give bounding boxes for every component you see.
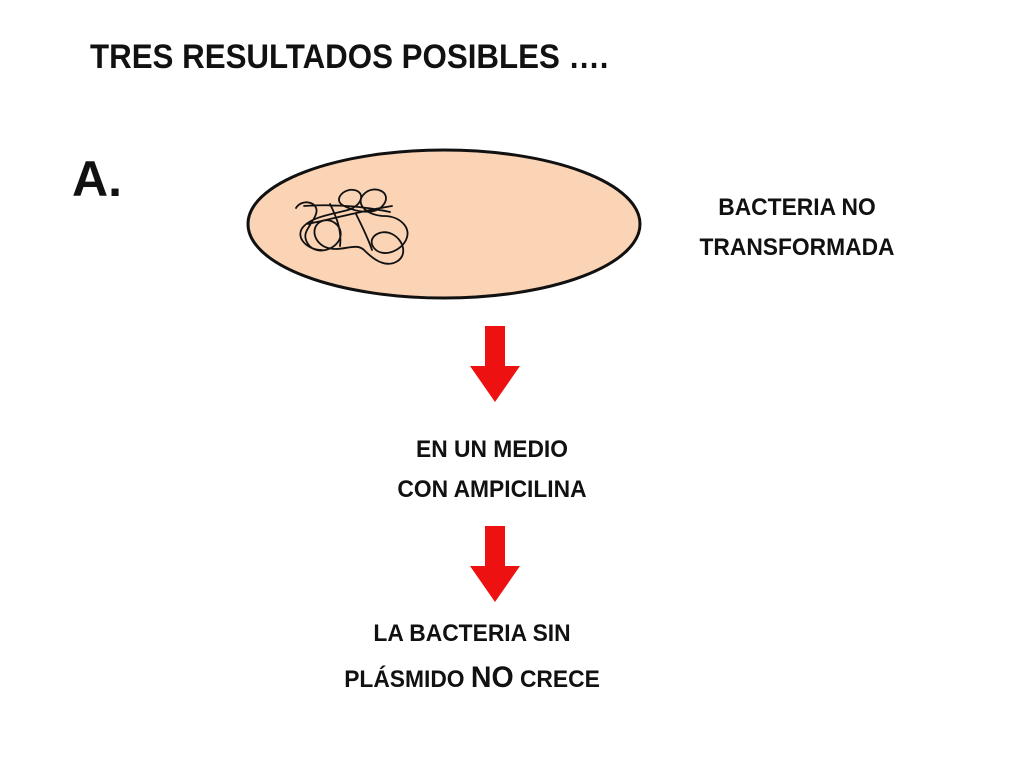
bacterium-cell: [244, 146, 644, 304]
bacterium-cell-drawing: [246, 148, 642, 300]
cell-membrane: [246, 148, 642, 300]
arrow-down-shape: [470, 526, 520, 602]
result-line-1: LA BACTERIA SIN: [373, 620, 571, 647]
arrow-down-icon: [468, 526, 522, 604]
cell-label-line-1: BACTERIA NO: [718, 194, 876, 221]
slide-title: TRES RESULTADOS POSIBLES ….: [90, 38, 609, 76]
condition-line-2: CON AMPICILINA: [397, 476, 587, 503]
condition-text: EN UN MEDIO CON AMPICILINA: [310, 430, 675, 510]
cell-label: BACTERIA NO TRANSFORMADA: [667, 188, 927, 268]
arrow-down-shape: [470, 326, 520, 402]
section-label: A.: [72, 151, 122, 207]
result-line-2-prefix: PLÁSMIDO: [344, 666, 471, 693]
chromosome-dna: [295, 188, 409, 265]
result-text: LA BACTERIA SIN PLÁSMIDO NO CRECE: [290, 612, 655, 702]
result-emphasis: NO: [470, 661, 514, 694]
arrow-down-icon: [468, 326, 522, 404]
result-line-2-suffix: CRECE: [513, 666, 600, 693]
result-line-2: PLÁSMIDO NO CRECE: [290, 656, 655, 702]
condition-line-1: EN UN MEDIO: [415, 436, 568, 463]
cell-label-line-2: TRANSFORMADA: [699, 234, 895, 261]
